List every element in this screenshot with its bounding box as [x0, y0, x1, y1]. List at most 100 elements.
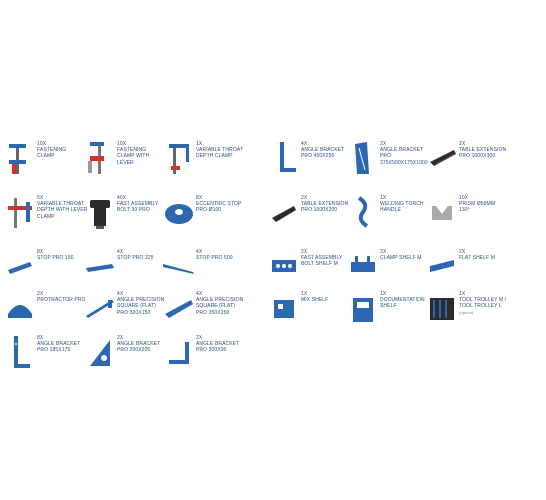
product-quantity: 8x	[196, 195, 203, 201]
throat-clamp-icon	[163, 138, 195, 178]
product-name: ANGLE PRECISION SQUARE (FLAT) PRO 350X25…	[196, 297, 244, 316]
product-name: ANGLE BRACKET PRO 300X90	[196, 341, 240, 354]
product-item: 4xSTOP PRO 500	[163, 246, 283, 286]
product-label: 4xANGLE BRACKET PRO 450X250	[301, 141, 387, 160]
product-quantity: 40x	[117, 195, 127, 201]
product-name: TABLE EXTENSION PRO 1000X300	[459, 147, 507, 160]
product-item: 2xANGLE BRACKET PRO 200X200	[84, 332, 204, 372]
product-label: 1xWELDING TORCH HANDLE	[380, 195, 466, 214]
fastening-clamp-icon	[4, 138, 36, 178]
product-quantity: 5x	[37, 195, 44, 201]
product-quantity: 10x	[459, 195, 469, 201]
product-label: 1xVARIABLE THROAT DEPTH CLAMP	[196, 141, 282, 160]
product-label: 4xANGLE PRECISION SQUARE (FLAT) PRO 320X…	[117, 291, 203, 316]
product-item: 1xDOCUMENTATION SHELF	[347, 288, 467, 328]
product-name: CLAMP SHELF M	[380, 255, 422, 262]
product-item: 2xANGLE BRACKET PRO 375X500X175X1000	[347, 138, 467, 178]
product-quantity: 8x	[37, 335, 44, 341]
product-name: ANGLE BRACKET PRO 375X500X175X1000	[380, 147, 428, 166]
product-label: 10xPRISM Ø58MM 130°	[459, 195, 545, 214]
bracket-200-icon	[84, 332, 116, 372]
product-item: 8xSTOP PRO 150	[4, 246, 124, 286]
product-quantity: 2x	[380, 141, 387, 147]
table-extension-icon	[426, 138, 458, 178]
product-name: STOP PRO 150	[37, 255, 74, 262]
eccentric-stop-icon	[163, 192, 195, 232]
product-item: 10xFASTENING CLAMP	[4, 138, 124, 178]
clamp-shelf-icon	[347, 246, 379, 286]
product-item: 2xCLAMP SHELF M	[347, 246, 467, 286]
product-quantity: 2x	[459, 141, 466, 147]
angle-bracket-icon	[268, 138, 300, 178]
protractor-icon	[4, 288, 36, 328]
product-item: 8xECCENTRIC STOP PRO Ø100	[163, 192, 283, 232]
product-quantity: 10x	[117, 141, 127, 147]
tall-bracket-icon	[347, 138, 379, 178]
stop-150-icon	[4, 246, 36, 286]
product-quantity: 1x	[196, 141, 203, 147]
product-quantity: 4x	[117, 249, 124, 255]
product-name: FASTENING CLAMP	[37, 147, 67, 160]
product-item: 1xTOOL TROLLEY M / TOOL TROLLEY L(option…	[426, 288, 546, 328]
product-quantity: 1x	[459, 291, 466, 297]
product-quantity: 4x	[196, 249, 203, 255]
mix-shelf-icon	[268, 288, 300, 328]
product-label: 8xECCENTRIC STOP PRO Ø100	[196, 195, 282, 214]
stop-225-icon	[84, 246, 116, 286]
product-quantity: 2x	[196, 335, 203, 341]
product-name: ANGLE PRECISION SQUARE (FLAT) PRO 320X15…	[117, 297, 165, 316]
square-320-icon	[84, 288, 116, 328]
product-quantity: 4x	[117, 291, 124, 297]
product-quantity: 2x	[301, 195, 308, 201]
product-item: 4xANGLE PRECISION SQUARE (FLAT) PRO 350X…	[163, 288, 283, 328]
product-name: STOP PRO 225	[117, 255, 154, 262]
product-label: 1xMIX SHELF	[301, 291, 387, 303]
bracket-300-icon	[163, 332, 195, 372]
stop-500-icon	[163, 246, 195, 286]
product-item: 2xTABLE EXTENSION PRO 1000X200	[268, 192, 388, 232]
product-name: PRISM Ø58MM 130°	[459, 201, 496, 214]
product-item: 1xWELDING TORCH HANDLE	[347, 192, 467, 232]
product-quantity: 4x	[196, 291, 203, 297]
product-item: 4xANGLE BRACKET PRO 450X250	[268, 138, 388, 178]
product-name: ANGLE BRACKET PRO 200X200	[117, 341, 161, 354]
product-quantity: 2x	[117, 335, 124, 341]
product-label: 2xTABLE EXTENSION PRO 1000X300	[459, 141, 545, 160]
product-item: 2xTABLE EXTENSION PRO 1000X300	[426, 138, 546, 178]
product-name: FLAT SHELF M	[459, 255, 496, 262]
product-name: ANGLE BRACKET PRO 185X175	[37, 341, 81, 354]
product-item: 2xPROTRACTOR PRO	[4, 288, 124, 328]
product-quantity: 1x	[380, 195, 387, 201]
product-quantity: 10x	[37, 141, 47, 147]
product-quantity: 4x	[301, 141, 308, 147]
product-label: 2xANGLE BRACKET PRO 200X200	[117, 335, 203, 354]
product-label: 2xCLAMP SHELF M	[380, 249, 466, 261]
product-name: ANGLE BRACKET PRO 450X250	[301, 147, 345, 160]
flat-shelf-icon	[426, 246, 458, 286]
table-extension-small-icon	[268, 192, 300, 232]
product-name: TOOL TROLLEY M / TOOL TROLLEY L	[459, 297, 507, 310]
prism-icon	[426, 192, 458, 232]
product-label: 2xTABLE EXTENSION PRO 1000X200	[301, 195, 387, 214]
product-quantity: 2x	[37, 291, 44, 297]
product-label: 2xANGLE BRACKET PRO 375X500X175X1000	[380, 141, 466, 166]
product-item: 8xANGLE BRACKET PRO 185X175	[4, 332, 124, 372]
product-name: MIX SHELF	[301, 297, 329, 304]
product-name: STOP PRO 500	[196, 255, 233, 262]
product-label: 8xSTOP PRO 150	[37, 249, 123, 261]
product-label: 40xFAST ASSEMBLY BOLT 30 PRO	[117, 195, 203, 214]
product-name: VARIABLE THROAT DEPTH CLAMP	[196, 147, 244, 160]
documentation-shelf-icon	[347, 288, 379, 328]
product-name: TABLE EXTENSION PRO 1000X200	[301, 201, 349, 214]
product-label: 2xFAST ASSEMBLY BOLT SHELF M	[301, 249, 387, 268]
lever-clamp-icon	[84, 138, 116, 178]
product-note: (option)	[459, 309, 474, 315]
product-label: 2xPROTRACTOR PRO	[37, 291, 123, 303]
product-name: FAST ASSEMBLY BOLT 30 PRO	[117, 201, 159, 214]
product-item: 4xSTOP PRO 225	[84, 246, 204, 286]
product-name: DOCUMENTATION SHELF	[380, 297, 425, 310]
square-350-icon	[163, 288, 195, 328]
product-item: 2xANGLE BRACKET PRO 300X90	[163, 332, 283, 372]
product-label: 4xSTOP PRO 500	[196, 249, 282, 261]
product-item: 2xFAST ASSEMBLY BOLT SHELF M	[268, 246, 388, 286]
